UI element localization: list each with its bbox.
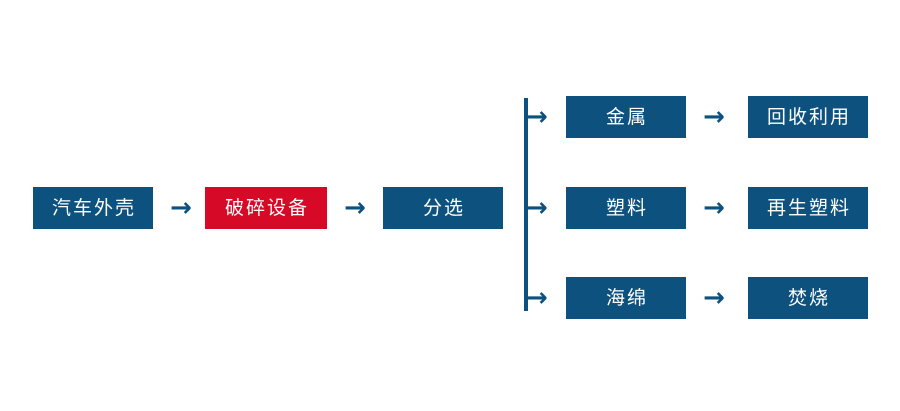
node-car-shell[interactable]: 汽车外壳	[33, 187, 153, 229]
node-crusher-equipment[interactable]: 破碎设备	[205, 187, 327, 229]
node-plastic[interactable]: 塑料	[566, 187, 686, 229]
branch-split-line	[524, 98, 528, 311]
node-recycle-use[interactable]: 回收利用	[748, 96, 868, 138]
arrow-plastic-to-regenerated: →	[703, 193, 725, 223]
arrow-split-to-sponge: →	[526, 283, 548, 313]
node-regenerated-plastic[interactable]: 再生塑料	[748, 187, 868, 229]
arrow-crusher-to-sorting: →	[344, 193, 366, 223]
arrow-sponge-to-incineration: →	[703, 283, 725, 313]
node-metal[interactable]: 金属	[566, 96, 686, 138]
arrow-split-to-plastic: →	[526, 193, 548, 223]
arrow-split-to-metal: →	[526, 102, 548, 132]
arrow-metal-to-recycle: →	[703, 102, 725, 132]
node-sponge[interactable]: 海绵	[566, 277, 686, 319]
node-sorting[interactable]: 分选	[383, 187, 503, 229]
arrow-shell-to-crusher: →	[170, 193, 192, 223]
node-incineration[interactable]: 焚烧	[748, 277, 868, 319]
